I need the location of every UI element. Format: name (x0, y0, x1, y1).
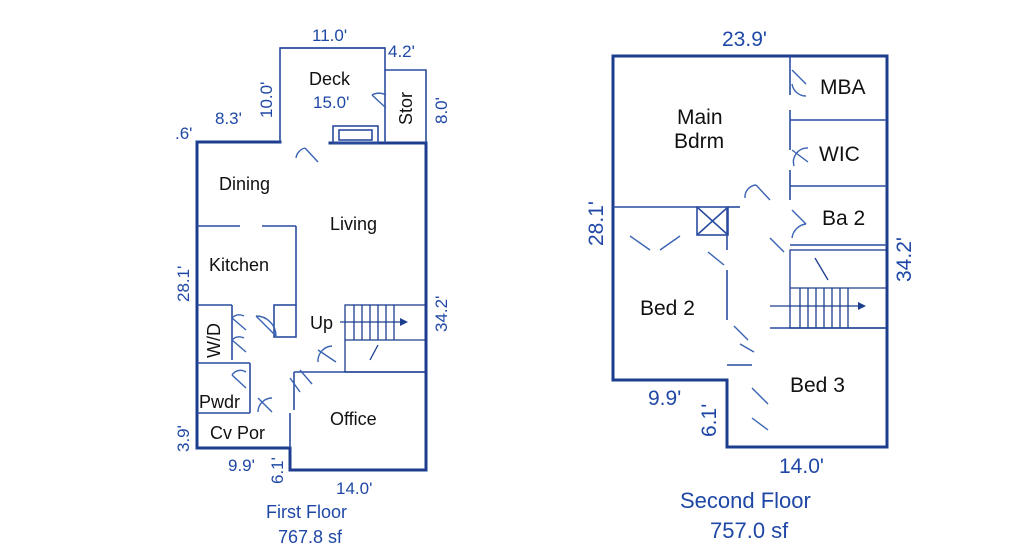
kitchen-counter (273, 304, 297, 338)
first-floor-exterior-wall (195, 140, 428, 472)
second-floor-doors (629, 69, 809, 431)
first-floor-plan: 11.0' 4.2' 10.0' 8.0' 8.3' .6' 28.1' 34.… (174, 26, 451, 547)
ff-dim-stor-depth: 8.0' (432, 97, 451, 124)
deck-outline (279, 47, 427, 143)
second-floor-stairs (770, 249, 888, 329)
first-floor-stairs (340, 304, 427, 373)
first-floor-doors (231, 92, 387, 413)
sf-room-mba: MBA (820, 76, 866, 99)
ff-dim-left-jog: .6' (175, 124, 192, 143)
sf-area: 757.0 sf (710, 518, 789, 543)
sf-room-bed3: Bed 3 (790, 374, 845, 397)
ff-dim-left-side: 28.1' (174, 266, 193, 302)
ff-dim-right-side: 34.2' (432, 296, 451, 332)
ff-dim-deck-width: 11.0' (312, 26, 347, 45)
sf-dim-top: 23.9' (722, 28, 767, 51)
ff-dim-porch-jog: 6.1' (268, 457, 287, 484)
ff-room-deck: Deck (309, 69, 351, 89)
ff-room-stor: Stor (396, 92, 416, 125)
ff-dim-left-top: 8.3' (215, 109, 242, 128)
ff-dim-porch-depth: 3.9' (174, 425, 193, 452)
ff-room-office: Office (330, 409, 377, 429)
sf-room-bed2: Bed 2 (640, 297, 695, 320)
second-floor-exterior-wall (611, 54, 889, 449)
sf-dim-step-depth: 6.1' (698, 404, 721, 437)
ff-label-up: Up (310, 313, 333, 333)
ff-room-wd: W/D (204, 323, 224, 358)
sf-dim-right-side: 34.2' (893, 237, 916, 282)
ff-room-pwdr: Pwdr (199, 392, 240, 412)
fireplace-hearth (338, 129, 373, 141)
second-floor-plan: 23.9' 28.1' 34.2' 9.9' 6.1' 14.0' Main B… (585, 28, 916, 543)
sf-dim-step-width: 9.9' (648, 387, 681, 410)
ff-area: 767.8 sf (278, 527, 343, 547)
ff-room-cv-por: Cv Por (210, 423, 265, 443)
sf-room-main-bdrm-line2: Bdrm (674, 130, 724, 153)
sf-room-main-bdrm-line1: Main (677, 106, 723, 129)
linen-closet (696, 206, 729, 236)
ff-dim-deck-inner: 15.0' (313, 93, 349, 112)
sf-room-ba2: Ba 2 (822, 207, 865, 230)
ff-room-living: Living (330, 214, 377, 234)
ff-dim-porch-width: 9.9' (228, 456, 255, 475)
sf-room-wic: WIC (819, 143, 860, 166)
ff-room-dining: Dining (219, 174, 270, 194)
ff-room-kitchen: Kitchen (209, 255, 269, 275)
ff-dim-deck-depth: 10.0' (257, 82, 276, 118)
ff-dim-stor-width: 4.2' (388, 42, 415, 61)
ff-title: First Floor (266, 502, 347, 522)
ff-dim-bottom: 14.0' (336, 479, 372, 498)
sf-dim-bottom: 14.0' (779, 455, 824, 478)
fireplace (332, 125, 379, 144)
sf-title: Second Floor (680, 488, 811, 513)
sf-dim-left-side: 28.1' (585, 201, 608, 246)
